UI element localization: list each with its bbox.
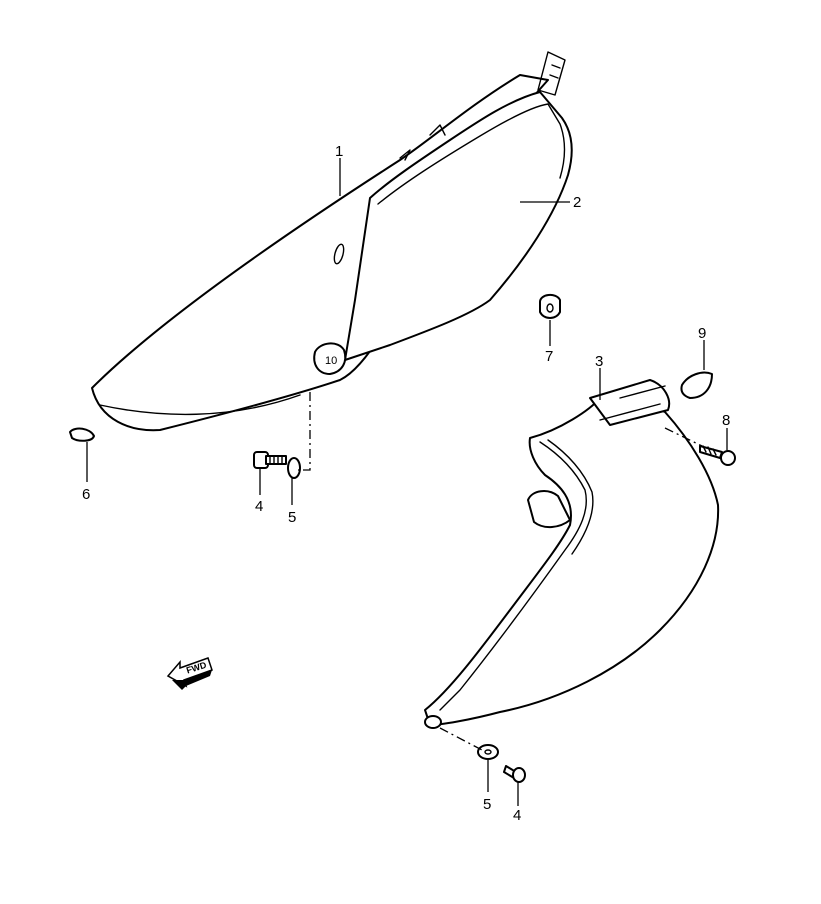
callout-labels: 1 2 3 4 5 6 7 8 9 5 4 bbox=[82, 143, 730, 824]
callout-3: 3 bbox=[595, 353, 603, 370]
screw-8 bbox=[699, 445, 736, 466]
bolt-4-upper bbox=[253, 451, 287, 469]
callout-5-upper: 5 bbox=[288, 509, 296, 526]
callout-7: 7 bbox=[545, 348, 553, 365]
grommet-6 bbox=[69, 427, 95, 442]
assembly-lines bbox=[298, 392, 703, 751]
clip-9 bbox=[680, 371, 713, 399]
bolt-4-lower bbox=[503, 765, 526, 783]
callout-2: 2 bbox=[573, 194, 581, 211]
callout-6: 6 bbox=[82, 486, 90, 503]
washer-5-lower bbox=[477, 744, 499, 760]
svg-text:10: 10 bbox=[325, 355, 337, 367]
washer-5-upper bbox=[287, 457, 301, 479]
leader-lines bbox=[86, 158, 728, 806]
callout-1: 1 bbox=[335, 143, 343, 160]
callout-9: 9 bbox=[698, 325, 706, 342]
callout-4-lower: 4 bbox=[513, 807, 521, 824]
callout-4-upper: 4 bbox=[255, 498, 263, 515]
callout-5-lower: 5 bbox=[483, 796, 491, 813]
nut-7 bbox=[539, 294, 561, 319]
callout-8: 8 bbox=[722, 412, 730, 429]
right-side-cover bbox=[424, 379, 720, 729]
side-cover-emblem: 10 bbox=[313, 51, 573, 375]
forward-arrow-icon: FWD bbox=[166, 657, 213, 690]
